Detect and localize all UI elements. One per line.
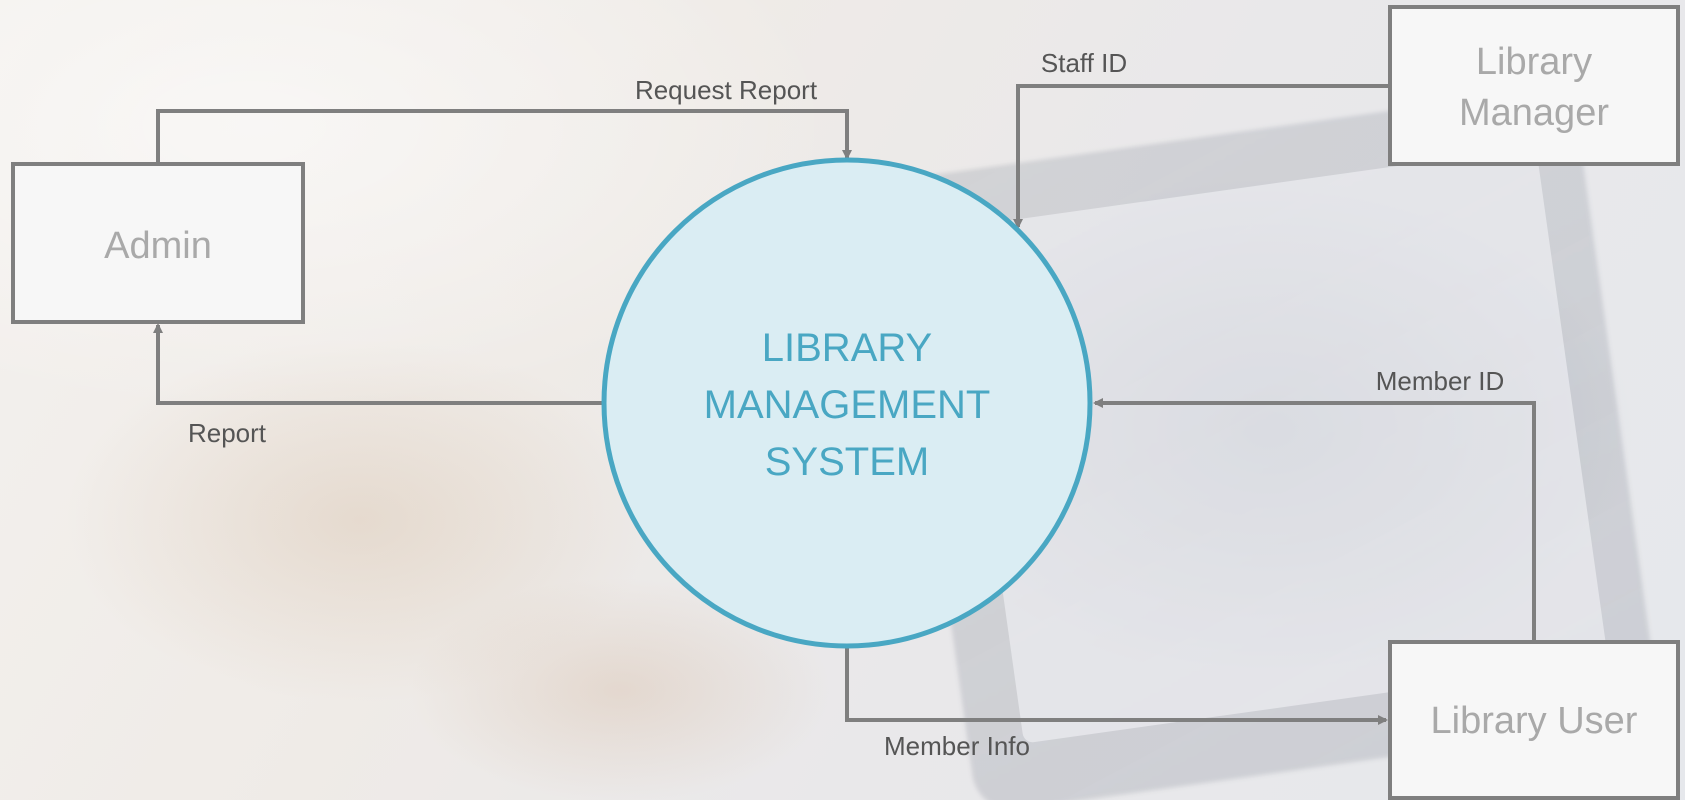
entity-library-manager[interactable]: Library Manager <box>1388 5 1680 166</box>
flow-label-member-id: Member ID <box>1376 366 1505 396</box>
flow-label-staff-id: Staff ID <box>1041 48 1127 78</box>
flow-label-member-info: Member Info <box>884 731 1030 761</box>
process-label-line2: MANAGEMENT <box>704 383 991 427</box>
entity-library-manager-label-line2: Manager <box>1459 92 1609 134</box>
entity-admin-box <box>11 162 305 324</box>
connector-member-info <box>845 645 1388 725</box>
flow-label-report: Report <box>188 418 267 448</box>
connector-report <box>153 323 604 405</box>
entity-admin[interactable]: Admin <box>11 162 305 324</box>
entity-library-user-box <box>1388 640 1680 800</box>
entity-library-user-label: Library User <box>1431 700 1638 742</box>
process-circle <box>601 157 1093 649</box>
connector-request-report <box>156 109 852 163</box>
entity-library-manager-box <box>1388 5 1680 166</box>
connector-member-id <box>1093 398 1536 640</box>
flow-labels: Request Report Report Staff ID Member ID… <box>188 48 1504 761</box>
entity-admin-label: Admin <box>104 225 212 267</box>
entity-library-user[interactable]: Library User <box>1388 640 1680 800</box>
flow-label-request-report: Request Report <box>635 75 818 105</box>
entity-library-manager-label-line1: Library <box>1476 41 1592 83</box>
connector-staff-id <box>1013 84 1390 229</box>
process-label-line1: LIBRARY <box>762 326 932 370</box>
connectors <box>153 84 1536 725</box>
process-library-management-system[interactable]: LIBRARY MANAGEMENT SYSTEM <box>601 157 1093 649</box>
process-label-line3: SYSTEM <box>765 440 929 484</box>
